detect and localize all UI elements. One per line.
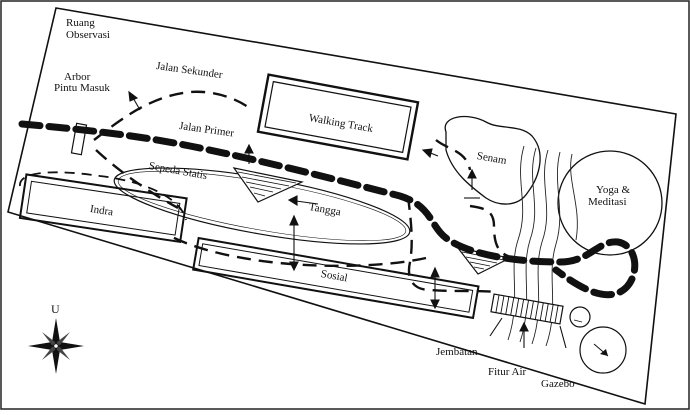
label-ruang-observasi-2: Observasi: [66, 29, 110, 41]
label-yoga-2: Meditasi: [588, 196, 627, 208]
gazebo-small-arrow: [573, 319, 583, 323]
tangga-stairs-1: [232, 167, 304, 203]
label-arbor-2: Pintu Masuk: [54, 82, 110, 94]
label-arbor-1: Arbor: [64, 71, 91, 83]
gazebo-arrowhead: [600, 349, 608, 356]
jalan-primer-path: [18, 120, 639, 299]
direction-arrows: [128, 90, 567, 349]
jembatan-bridge: [490, 293, 564, 325]
label-gazebo: Gazebo: [541, 378, 575, 390]
yoga-meditasi-area: [557, 150, 663, 256]
gazebo-small-circle: [569, 306, 591, 328]
label-ruang-observasi-1: Ruang: [66, 17, 95, 29]
sosial-area: [192, 236, 480, 320]
label-jembatan: Jembatan: [436, 346, 478, 358]
compass-north-label: U: [51, 302, 60, 316]
walking-track-area: [256, 73, 420, 161]
senam-area: [444, 115, 541, 205]
label-fitur-air: Fitur Air: [488, 366, 527, 378]
gazebo-area: [579, 326, 627, 374]
indra-outline-dashed: [19, 171, 187, 221]
compass-rose: [28, 318, 84, 374]
indra-area: [18, 173, 188, 244]
label-yoga-1: Yoga &: [596, 184, 631, 196]
